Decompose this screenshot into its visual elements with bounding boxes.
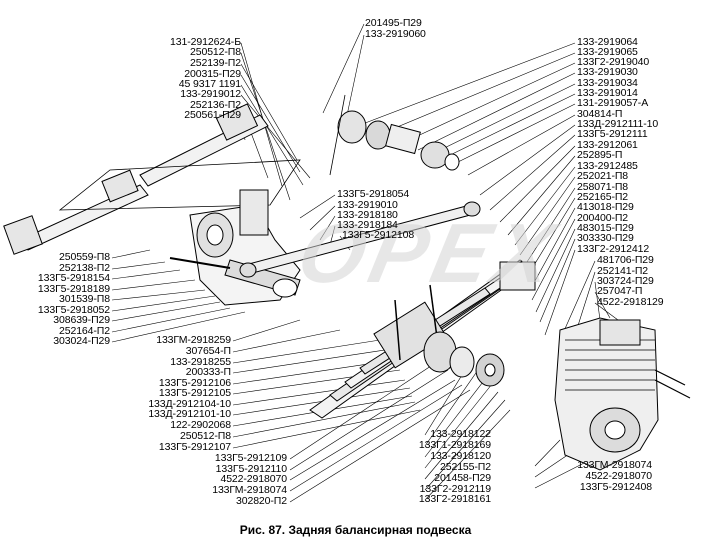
part-label: 133Г5-2918054 [337, 188, 410, 200]
part-label: 133Г5-2918052 [37, 304, 110, 316]
part-label: 252165-П2 [577, 191, 629, 203]
part-label: 201458-П29 [434, 472, 491, 484]
part-label: 200315-П29 [184, 68, 241, 80]
part-label: 4522-2918129 [597, 296, 664, 308]
part-label: 303330-П29 [577, 232, 634, 244]
part-label: 4522-2918070 [220, 473, 287, 485]
watermark: OPEX [290, 206, 568, 300]
part-label: 252138-П2 [58, 262, 110, 274]
part-label: 133Г5-2912108 [342, 229, 415, 241]
part-label: 133ГМ-2918259 [156, 334, 231, 346]
upper-shaft-parts [329, 94, 460, 176]
part-label: 302820-П2 [235, 495, 287, 507]
part-label: 133Г5-2912110 [215, 463, 287, 475]
part-label: 133-2919065 [577, 46, 638, 58]
part-label: 133Г5-2912109 [214, 452, 287, 464]
part-label: 133Д-2912111-10 [577, 118, 659, 130]
part-label: 133Г5-2912106 [158, 377, 231, 389]
part-label: 252164-П2 [58, 325, 110, 337]
part-label: 252021-П8 [577, 170, 629, 182]
part-label: 133Г2-2912119 [419, 483, 491, 495]
part-label: 133-2912485 [577, 160, 638, 172]
part-label: 131-2919057-А [577, 97, 649, 109]
part-label: 4522-2918070 [585, 470, 652, 482]
part-label: 133-2919030 [577, 66, 638, 78]
part-label: 122-2902068 [170, 419, 231, 431]
part-label: 200400-П2 [577, 212, 629, 224]
part-label: 250561-П29 [184, 109, 241, 121]
center-bracket-assembly [169, 189, 301, 306]
part-label: 133Г2-2919040 [577, 56, 650, 68]
part-label: 133Г5-2912111 [577, 128, 648, 140]
part-label: 303724-П29 [597, 275, 654, 287]
reaction-rod [239, 201, 481, 278]
part-label: 201495-П29 [365, 17, 422, 29]
part-label: 133-2918180 [337, 209, 398, 221]
part-label: 133-2919014 [577, 87, 638, 99]
part-label: 133-2919060 [365, 28, 426, 40]
part-label: 133-2912061 [577, 139, 638, 151]
part-label: 133-2918122 [430, 428, 491, 440]
part-label: 133-2918120 [430, 450, 491, 462]
part-label: 133ГМ-2918074 [212, 484, 287, 496]
part-label: 258071-П8 [577, 181, 629, 193]
part-label: 483015-П29 [577, 222, 634, 234]
part-label: 252155-П2 [439, 461, 491, 473]
part-label: 133-2918255 [170, 356, 231, 368]
part-label: 133-2919064 [577, 36, 638, 48]
part-label: 133-2919034 [577, 77, 638, 89]
part-label: 133Д-2912101-10 [148, 408, 231, 420]
part-label: 133-2919010 [337, 199, 398, 211]
part-label: 133Г2-2918161 [418, 493, 491, 505]
part-label: 308639-П29 [53, 314, 110, 326]
part-label: 252136-П2 [189, 99, 241, 111]
part-label: 133Г5-2918189 [37, 283, 110, 295]
part-label: 413018-П29 [577, 201, 634, 213]
axle-shafts [3, 103, 301, 255]
part-label: 200333-П [185, 366, 231, 378]
part-label: 250512-П8 [179, 430, 231, 442]
part-label: 133Г1-2918169 [418, 439, 491, 451]
spring-support-bracket [554, 317, 691, 471]
part-label: 133Д-2912104-10 [148, 398, 231, 410]
part-label: 257047-П [597, 285, 643, 297]
part-label: 133Г2-2912412 [577, 243, 650, 255]
part-label: 133Г5-2918154 [37, 272, 110, 284]
part-label: 250512-П8 [189, 46, 241, 58]
part-label: 301539-П8 [58, 293, 110, 305]
hub-parts [423, 331, 505, 387]
part-label: 303024-П29 [53, 335, 110, 347]
leader-lines [111, 23, 619, 503]
part-label: 133Г5-2912105 [158, 387, 231, 399]
part-label: 481706-П29 [597, 254, 654, 266]
part-label: 133-2918184 [337, 219, 398, 231]
part-label: 45 9317 1191 [178, 78, 241, 90]
part-label: 133-2919012 [180, 88, 241, 100]
part-label: 131-2912624-Б [170, 36, 241, 48]
figure-caption: Рис. 87. Задняя балансирная подвеска [239, 523, 472, 537]
part-label: 133ГМ-2918074 [577, 459, 652, 471]
part-label: 133Г5-2912408 [579, 481, 652, 493]
part-label: 133Г5-2912107 [158, 441, 231, 453]
part-label: 252141-П2 [597, 265, 649, 277]
part-label: 252139-П2 [189, 57, 241, 69]
part-label: 307654-П [185, 345, 231, 357]
part-label: 252895-П [577, 149, 623, 161]
part-label: 304814-П [577, 108, 623, 120]
part-label: 250559-П8 [58, 251, 110, 263]
